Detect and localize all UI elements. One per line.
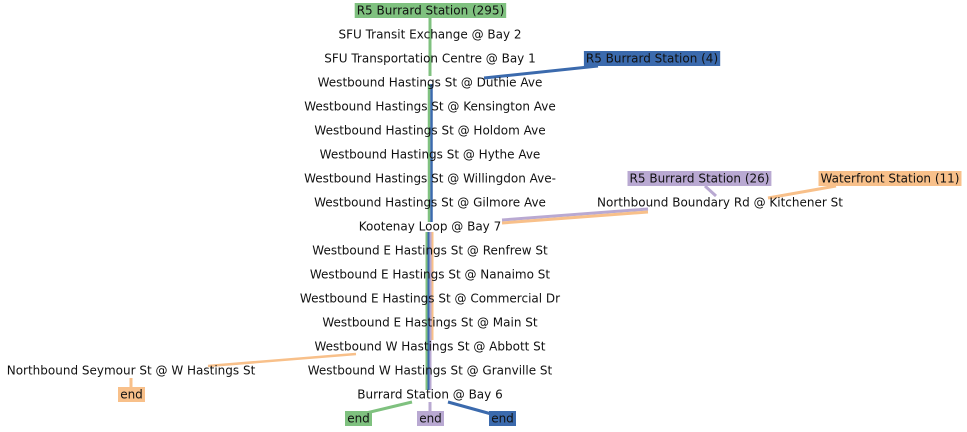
stop-label[interactable]: Westbound Hastings St @ Holdom Ave — [314, 124, 545, 138]
route-tag-label: Waterfront Station (11) — [821, 172, 960, 186]
end-tag-label: end — [419, 412, 442, 426]
orange-route-branch-line-a — [767, 184, 837, 200]
route-tag-green[interactable]: R5 Burrard Station (295) — [354, 3, 507, 18]
stop-label[interactable]: Westbound W Hastings St @ Granville St — [308, 364, 553, 378]
stop-label[interactable]: Westbound Hastings St @ Duthie Ave — [318, 76, 543, 90]
end-tag-bg — [345, 411, 372, 426]
end-tag-purple[interactable]: end — [417, 411, 444, 426]
stop-label[interactable]: Westbound Hastings St @ Willingdon Ave- — [304, 172, 556, 186]
stop-label[interactable]: Westbound W Hastings St @ Abbott St — [314, 340, 545, 354]
stop-label[interactable]: Westbound Hastings St @ Hythe Ave — [320, 148, 541, 162]
stop-label[interactable]: SFU Transportation Centre @ Bay 1 — [324, 52, 535, 66]
route-tag-label: R5 Burrard Station (295) — [357, 4, 505, 18]
route-tag-purple[interactable]: R5 Burrard Station (26) — [627, 171, 772, 186]
end-tag-label: end — [347, 412, 370, 426]
stop-label[interactable]: Westbound E Hastings St @ Main St — [322, 316, 537, 330]
stop-label[interactable]: Westbound E Hastings St @ Commercial Dr — [300, 292, 560, 306]
route-tag-label: R5 Burrard Station (26) — [630, 172, 770, 186]
route-tag-label: R5 Burrard Station (4) — [586, 52, 718, 66]
end-tags: end end end end — [118, 387, 516, 426]
blue-end-line — [447, 400, 496, 417]
stop-label[interactable]: SFU Transit Exchange @ Bay 2 — [338, 28, 521, 42]
route-tag-blue[interactable]: R5 Burrard Station (4) — [583, 51, 721, 66]
orange-seymour-branch-line — [207, 352, 357, 368]
purple-route-branch-line-a — [703, 184, 718, 198]
stop-labels: SFU Transit Exchange @ Bay 2 SFU Transpor… — [300, 28, 560, 402]
end-tag-label: end — [120, 388, 143, 402]
stop-label[interactable]: Westbound E Hastings St @ Renfrew St — [312, 244, 548, 258]
route-tag-bg — [818, 171, 962, 186]
end-tag-blue[interactable]: end — [489, 411, 516, 426]
stop-label[interactable]: Burrard Station @ Bay 6 — [357, 388, 502, 402]
route-tag-bg — [583, 51, 721, 66]
end-tag-bg — [118, 387, 145, 402]
purple-route-branch-line-b — [501, 207, 649, 222]
stop-label[interactable]: Westbound E Hastings St @ Nanaimo St — [310, 268, 550, 282]
blue-route-branch-line — [483, 64, 599, 80]
stop-label-boundary[interactable]: Northbound Boundary Rd @ Kitchener St — [597, 196, 843, 210]
end-tag-green[interactable]: end — [345, 411, 372, 426]
end-tag-bg — [489, 411, 516, 426]
route-tags: R5 Burrard Station (295) R5 Burrard Stat… — [354, 3, 962, 186]
route-tag-orange[interactable]: Waterfront Station (11) — [818, 171, 962, 186]
stop-label-seymour[interactable]: Northbound Seymour St @ W Hastings St — [7, 364, 256, 378]
orange-route-branch-line-b — [501, 210, 649, 225]
side-stop-labels: Northbound Boundary Rd @ Kitchener St No… — [7, 196, 844, 378]
route-tag-bg — [627, 171, 772, 186]
route-tag-bg — [354, 3, 507, 18]
end-tag-bg — [417, 411, 444, 426]
stop-label[interactable]: Westbound Hastings St @ Gilmore Ave — [314, 196, 546, 210]
end-tag-orange[interactable]: end — [118, 387, 145, 402]
end-tag-label: end — [491, 412, 514, 426]
stop-label[interactable]: Westbound Hastings St @ Kensington Ave — [304, 100, 556, 114]
stop-label[interactable]: Kootenay Loop @ Bay 7 — [359, 220, 501, 234]
